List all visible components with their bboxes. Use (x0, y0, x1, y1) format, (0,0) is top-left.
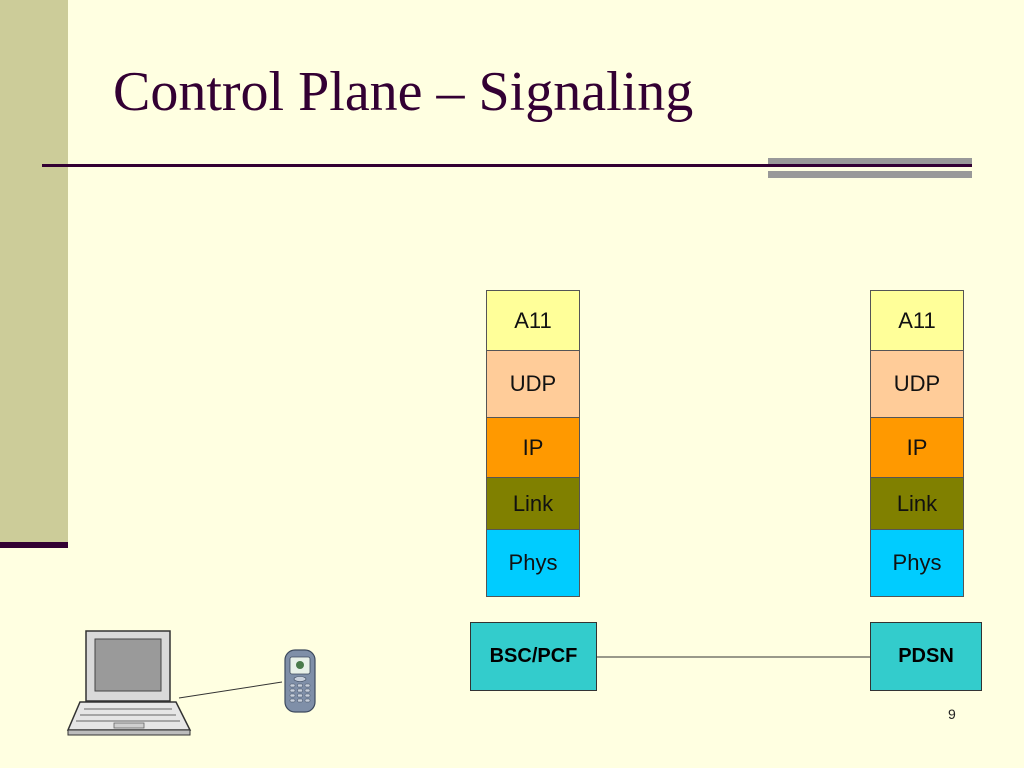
layer-link: Link (486, 477, 580, 530)
layer-a11: A11 (870, 290, 964, 351)
layer-link: Link (870, 477, 964, 530)
layer-ip: IP (486, 417, 580, 478)
laptop-phone-link-line (178, 681, 283, 699)
sidebar-accent-bar (0, 542, 68, 548)
title-underline (42, 164, 972, 167)
layer-udp: UDP (870, 350, 964, 418)
bsc-pcf-node: BSC/PCF (470, 622, 597, 691)
mobile-phone-icon (284, 649, 316, 713)
title-underline-accent (768, 158, 972, 178)
page-number: 9 (948, 706, 956, 722)
layer-phys: Phys (486, 529, 580, 597)
sidebar-decoration (0, 0, 68, 545)
pdsn-node: PDSN (870, 622, 982, 691)
layer-udp: UDP (486, 350, 580, 418)
laptop-icon (66, 630, 192, 736)
slide-title: Control Plane – Signaling (113, 61, 694, 123)
layer-phys: Phys (870, 529, 964, 597)
